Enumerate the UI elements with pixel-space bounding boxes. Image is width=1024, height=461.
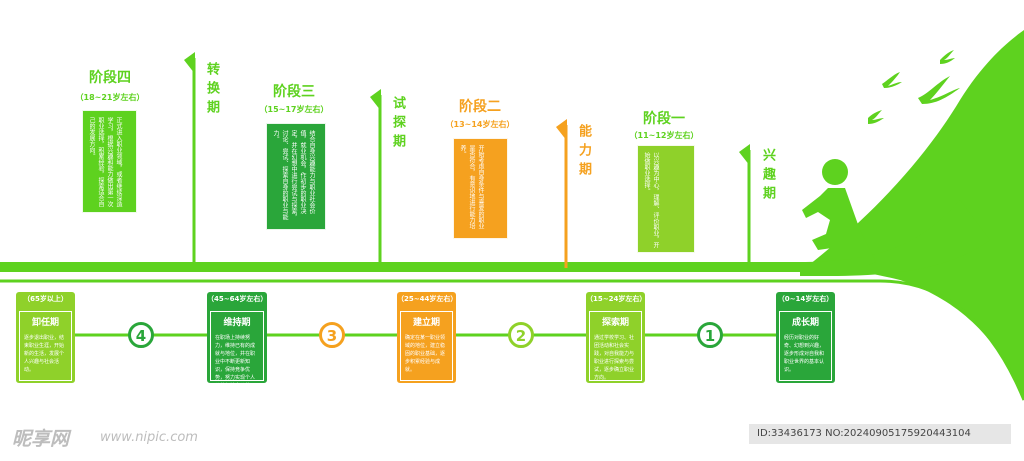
card-frame: 卸任期 逐步退出职业，结束职业生涯，开始新的生活，发展个人兴趣与社会活动。 (19, 311, 72, 381)
step-1-badge: 1 (697, 322, 723, 348)
card-frame: 成长期 经历对职业的好奇、幻想到兴趣，逐步形成对自我和职业世界的基本认识。 (779, 311, 832, 381)
flag-label-ability: 能力期 (576, 124, 591, 181)
card-text: 确定在某一职业领域的地位，建立稳固的职业基础，逐步积累经验与成就。 (405, 335, 446, 373)
stage-2-title: 阶段二 (459, 99, 501, 115)
card-growth: （0~14岁左右） 成长期 经历对职业的好奇、幻想到兴趣，逐步形成对自我和职业世… (776, 292, 835, 383)
watermark-id: ID:33436173 NO:20240905175920443104 (757, 428, 971, 439)
card-age: （0~14岁左右） (777, 295, 834, 303)
stage-4-text: 正式进入职业领域，或者继续深造学习，根据兴趣和能力做出第一次职业选择，积累经验，… (88, 117, 122, 207)
lower-line (0, 279, 1024, 401)
step-2-badge: 2 (508, 322, 534, 348)
stage-2-age: （13~14岁左右） (445, 120, 515, 129)
stage-1-panel: 以兴趣为中心，理解、评价职业，开始做职业选择。 (637, 145, 695, 253)
card-age: （25~44岁左右） (397, 295, 458, 303)
bird-icon (882, 72, 902, 88)
card-title: 卸任期 (31, 318, 59, 328)
card-title: 成长期 (791, 318, 819, 328)
watermark-id-bar: ID:33436173 NO:20240905175920443104 (749, 424, 1011, 444)
stage-3-panel: 结合自身兴趣能力与职业社会价值，就业机会，作初步的职业决定，并在幻想中进行尝试与… (266, 123, 326, 230)
stage-4-panel: 正式进入职业领域，或者继续深造学习，根据兴趣和能力做出第一次职业选择，积累经验，… (82, 110, 137, 213)
stage-3-title: 阶段三 (273, 84, 315, 100)
runner-figure (802, 159, 876, 266)
card-title: 建立期 (412, 318, 440, 328)
flag-label-transition: 转换期 (204, 62, 219, 119)
green-hill (805, 30, 1024, 400)
stage-4-age: （18~21岁左右） (75, 93, 145, 102)
flag-poles (184, 52, 751, 268)
stage-1-title: 阶段一 (643, 111, 685, 127)
flag-label-interest: 兴趣期 (760, 148, 775, 205)
stage-1-text: 以兴趣为中心，理解、评价职业，开始做职业选择。 (643, 152, 659, 248)
stage-4-title: 阶段四 (89, 70, 131, 86)
card-exploration: （15~24岁左右） 探索期 通过学校学习、社团活动和社会实践，对自我能力与职业… (586, 292, 647, 383)
step-3-badge: 3 (319, 322, 345, 348)
card-frame: 建立期 确定在某一职业领域的地位，建立稳固的职业基础，逐步积累经验与成就。 (400, 311, 453, 381)
track-curve (800, 200, 990, 276)
card-maintenance: （45~64岁左右） 维持期 在职场上持续努力，维持已有的成就与地位，并在职业中… (207, 292, 268, 386)
card-age: （65岁以上） (23, 295, 68, 303)
card-retirement: （65岁以上） 卸任期 逐步退出职业，结束职业生涯，开始新的生活，发展个人兴趣与… (16, 292, 75, 383)
card-frame: 探索期 通过学校学习、社团活动和社会实践，对自我能力与职业进行探索与尝试，逐步确… (589, 311, 642, 381)
card-frame: 维持期 在职场上持续努力，维持已有的成就与地位，并在职业中不断更新知识，保持竞争… (210, 311, 264, 386)
stage-2-panel: 开始考虑自身条件与喜爱的职业是否符合，有意识地进行能力培养。 (453, 138, 508, 239)
card-text: 经历对职业的好奇、幻想到兴趣，逐步形成对自我和职业世界的基本认识。 (784, 335, 825, 373)
stage-1-age: （11~12岁左右） (629, 131, 699, 140)
card-age: （45~64岁左右） (207, 295, 268, 303)
watermark-logo: 昵享网 (12, 428, 70, 450)
flag-label-trial: 试探期 (390, 96, 405, 153)
bird-icon (940, 50, 955, 64)
card-text: 在职场上持续努力，维持已有的成就与地位，并在职业中不断更新知识，保持竞争优势，努… (215, 335, 256, 386)
step-4-badge: 4 (128, 322, 154, 348)
stage-3-text: 结合自身兴趣能力与职业社会价值，就业机会，作初步的职业决定，并在幻想中进行尝试与… (272, 130, 315, 220)
card-age: （15~24岁左右） (586, 295, 647, 303)
stage-2-text: 开始考虑自身条件与喜爱的职业是否符合，有意识地进行能力培养。 (459, 145, 484, 229)
bird-icon (868, 110, 884, 124)
card-establishment: （25~44岁左右） 建立期 确定在某一职业领域的地位，建立稳固的职业基础，逐步… (397, 292, 458, 383)
card-title: 维持期 (223, 318, 251, 328)
watermark-url: www.nipic.com (100, 430, 198, 445)
card-text: 通过学校学习、社团活动和社会实践，对自我能力与职业进行探索与尝试，逐步确立职业方… (594, 335, 635, 381)
bird-icon (918, 76, 960, 104)
stage-3-age: （15~17岁左右） (259, 105, 329, 114)
card-text: 逐步退出职业，结束职业生涯，开始新的生活，发展个人兴趣与社会活动。 (24, 335, 65, 373)
card-title: 探索期 (601, 318, 629, 328)
main-track (0, 262, 830, 272)
